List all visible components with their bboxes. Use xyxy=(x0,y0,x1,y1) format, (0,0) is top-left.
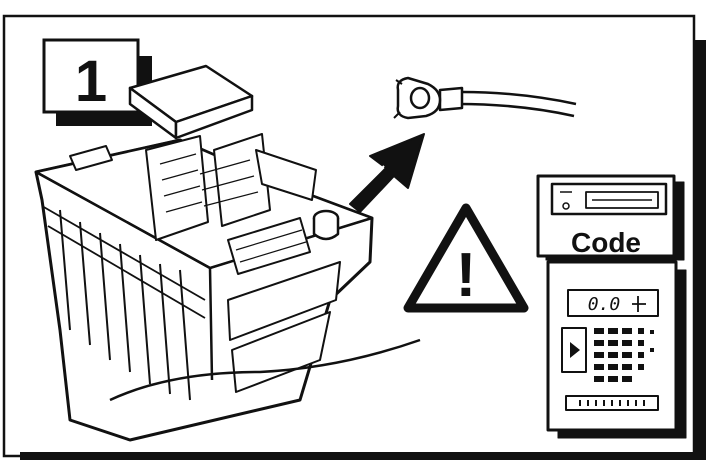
play-button-icon xyxy=(562,328,586,372)
step-number: 1 xyxy=(75,49,107,114)
radio-display: 0.0 xyxy=(568,290,658,316)
display-reading: 0.0 xyxy=(588,294,621,315)
step-number-box: 1 xyxy=(44,40,152,126)
car-radio-icon xyxy=(552,184,666,214)
keypad-bottom-bar xyxy=(566,396,658,410)
radio-code-card: Code xyxy=(538,176,684,260)
radio-keypad-card: 0.0 xyxy=(548,262,686,438)
warning-exclamation: ! xyxy=(456,241,477,310)
code-label: Code xyxy=(571,227,641,258)
